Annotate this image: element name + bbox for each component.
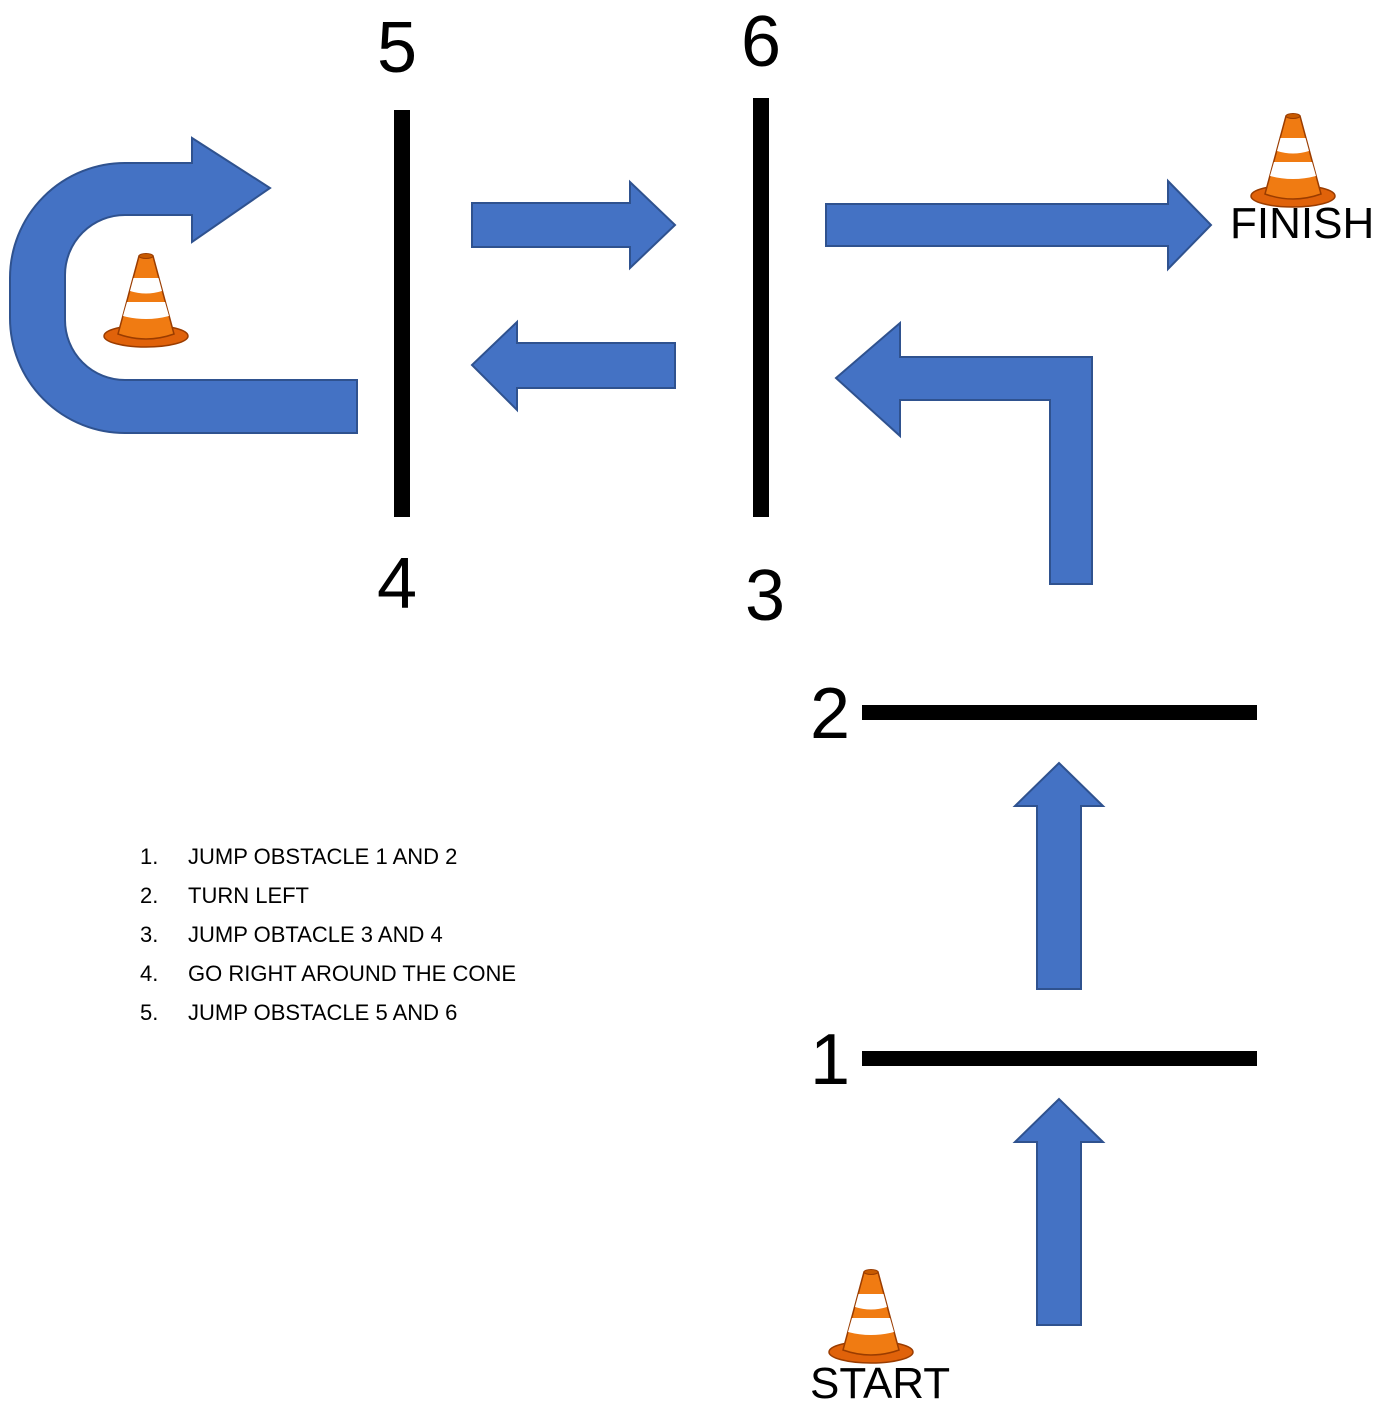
instructions-list: 1. JUMP OBSTACLE 1 AND 2 2. TURN LEFT 3. JU… xyxy=(140,842,516,1037)
start-arrow-icon xyxy=(1012,1097,1106,1326)
obstacle-label-5: 5 xyxy=(377,8,418,88)
obstacle-label-3: 3 xyxy=(745,556,786,636)
step-text: JUMP OBSTACLE 1 AND 2 xyxy=(188,844,458,869)
list-item: 1. JUMP OBSTACLE 1 AND 2 xyxy=(140,842,516,881)
obstacle-label-6: 6 xyxy=(741,2,782,82)
obstacle-bar-5 xyxy=(394,110,410,517)
obstacle-label-4: 4 xyxy=(377,544,418,624)
step-number: 1. xyxy=(140,844,159,869)
list-item: 5. JUMP OBSTACLE 5 AND 6 xyxy=(140,998,516,1037)
list-item: 3. JUMP OBTACLE 3 AND 4 xyxy=(140,920,516,959)
step-text: JUMP OBSTACLE 5 AND 6 xyxy=(188,1000,458,1025)
list-item: 4. GO RIGHT AROUND THE CONE xyxy=(140,959,516,998)
right-arrow-icon xyxy=(471,179,677,271)
step-number: 2. xyxy=(140,883,159,908)
list-item: 2. TURN LEFT xyxy=(140,881,516,920)
step-number: 3. xyxy=(140,922,159,947)
obstacle-label-1: 1 xyxy=(810,1020,851,1100)
step-text: GO RIGHT AROUND THE CONE xyxy=(188,961,517,986)
finish-arrow-icon xyxy=(825,178,1213,272)
finish-label: FINISH xyxy=(1230,199,1375,248)
obstacle-label-2: 2 xyxy=(810,674,851,754)
step-number: 5. xyxy=(140,1000,159,1025)
start-label: START xyxy=(810,1359,951,1408)
left-arrow-icon xyxy=(470,319,676,413)
traffic-cone-icon xyxy=(103,252,189,348)
left-turn-arrow-icon xyxy=(834,320,1093,585)
step-text: TURN LEFT xyxy=(188,883,309,908)
up-arrow-icon xyxy=(1012,761,1106,990)
traffic-cone-icon xyxy=(1250,112,1336,208)
u-turn-arrow-icon xyxy=(9,136,358,434)
obstacle-bar-2 xyxy=(862,705,1257,720)
obstacle-bar-6 xyxy=(753,98,769,517)
step-number: 4. xyxy=(140,961,159,986)
step-text: JUMP OBTACLE 3 AND 4 xyxy=(188,922,443,947)
obstacle-bar-1 xyxy=(862,1051,1257,1066)
traffic-cone-icon xyxy=(828,1268,914,1364)
